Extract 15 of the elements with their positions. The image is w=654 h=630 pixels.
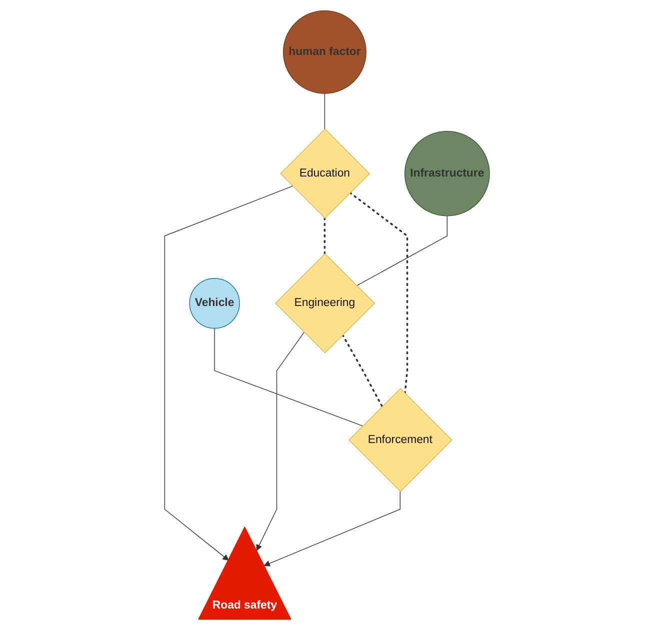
connector: [342, 334, 383, 408]
connector: [214, 328, 363, 426]
node-diamond: Engineering: [274, 253, 376, 354]
node-diamond: Enforcement: [348, 388, 452, 492]
arrow: [164, 186, 293, 561]
connector: [324, 93, 325, 130]
node-circle: Vehicle: [189, 278, 240, 329]
node-diamond: Education: [280, 128, 370, 219]
connector: [349, 192, 408, 394]
node-circle: Infrastructure: [404, 130, 490, 216]
connector: [324, 217, 326, 255]
arrow: [264, 491, 400, 566]
connector: [356, 216, 448, 286]
arrow: [256, 332, 304, 551]
node-circle: human factor: [282, 10, 366, 94]
